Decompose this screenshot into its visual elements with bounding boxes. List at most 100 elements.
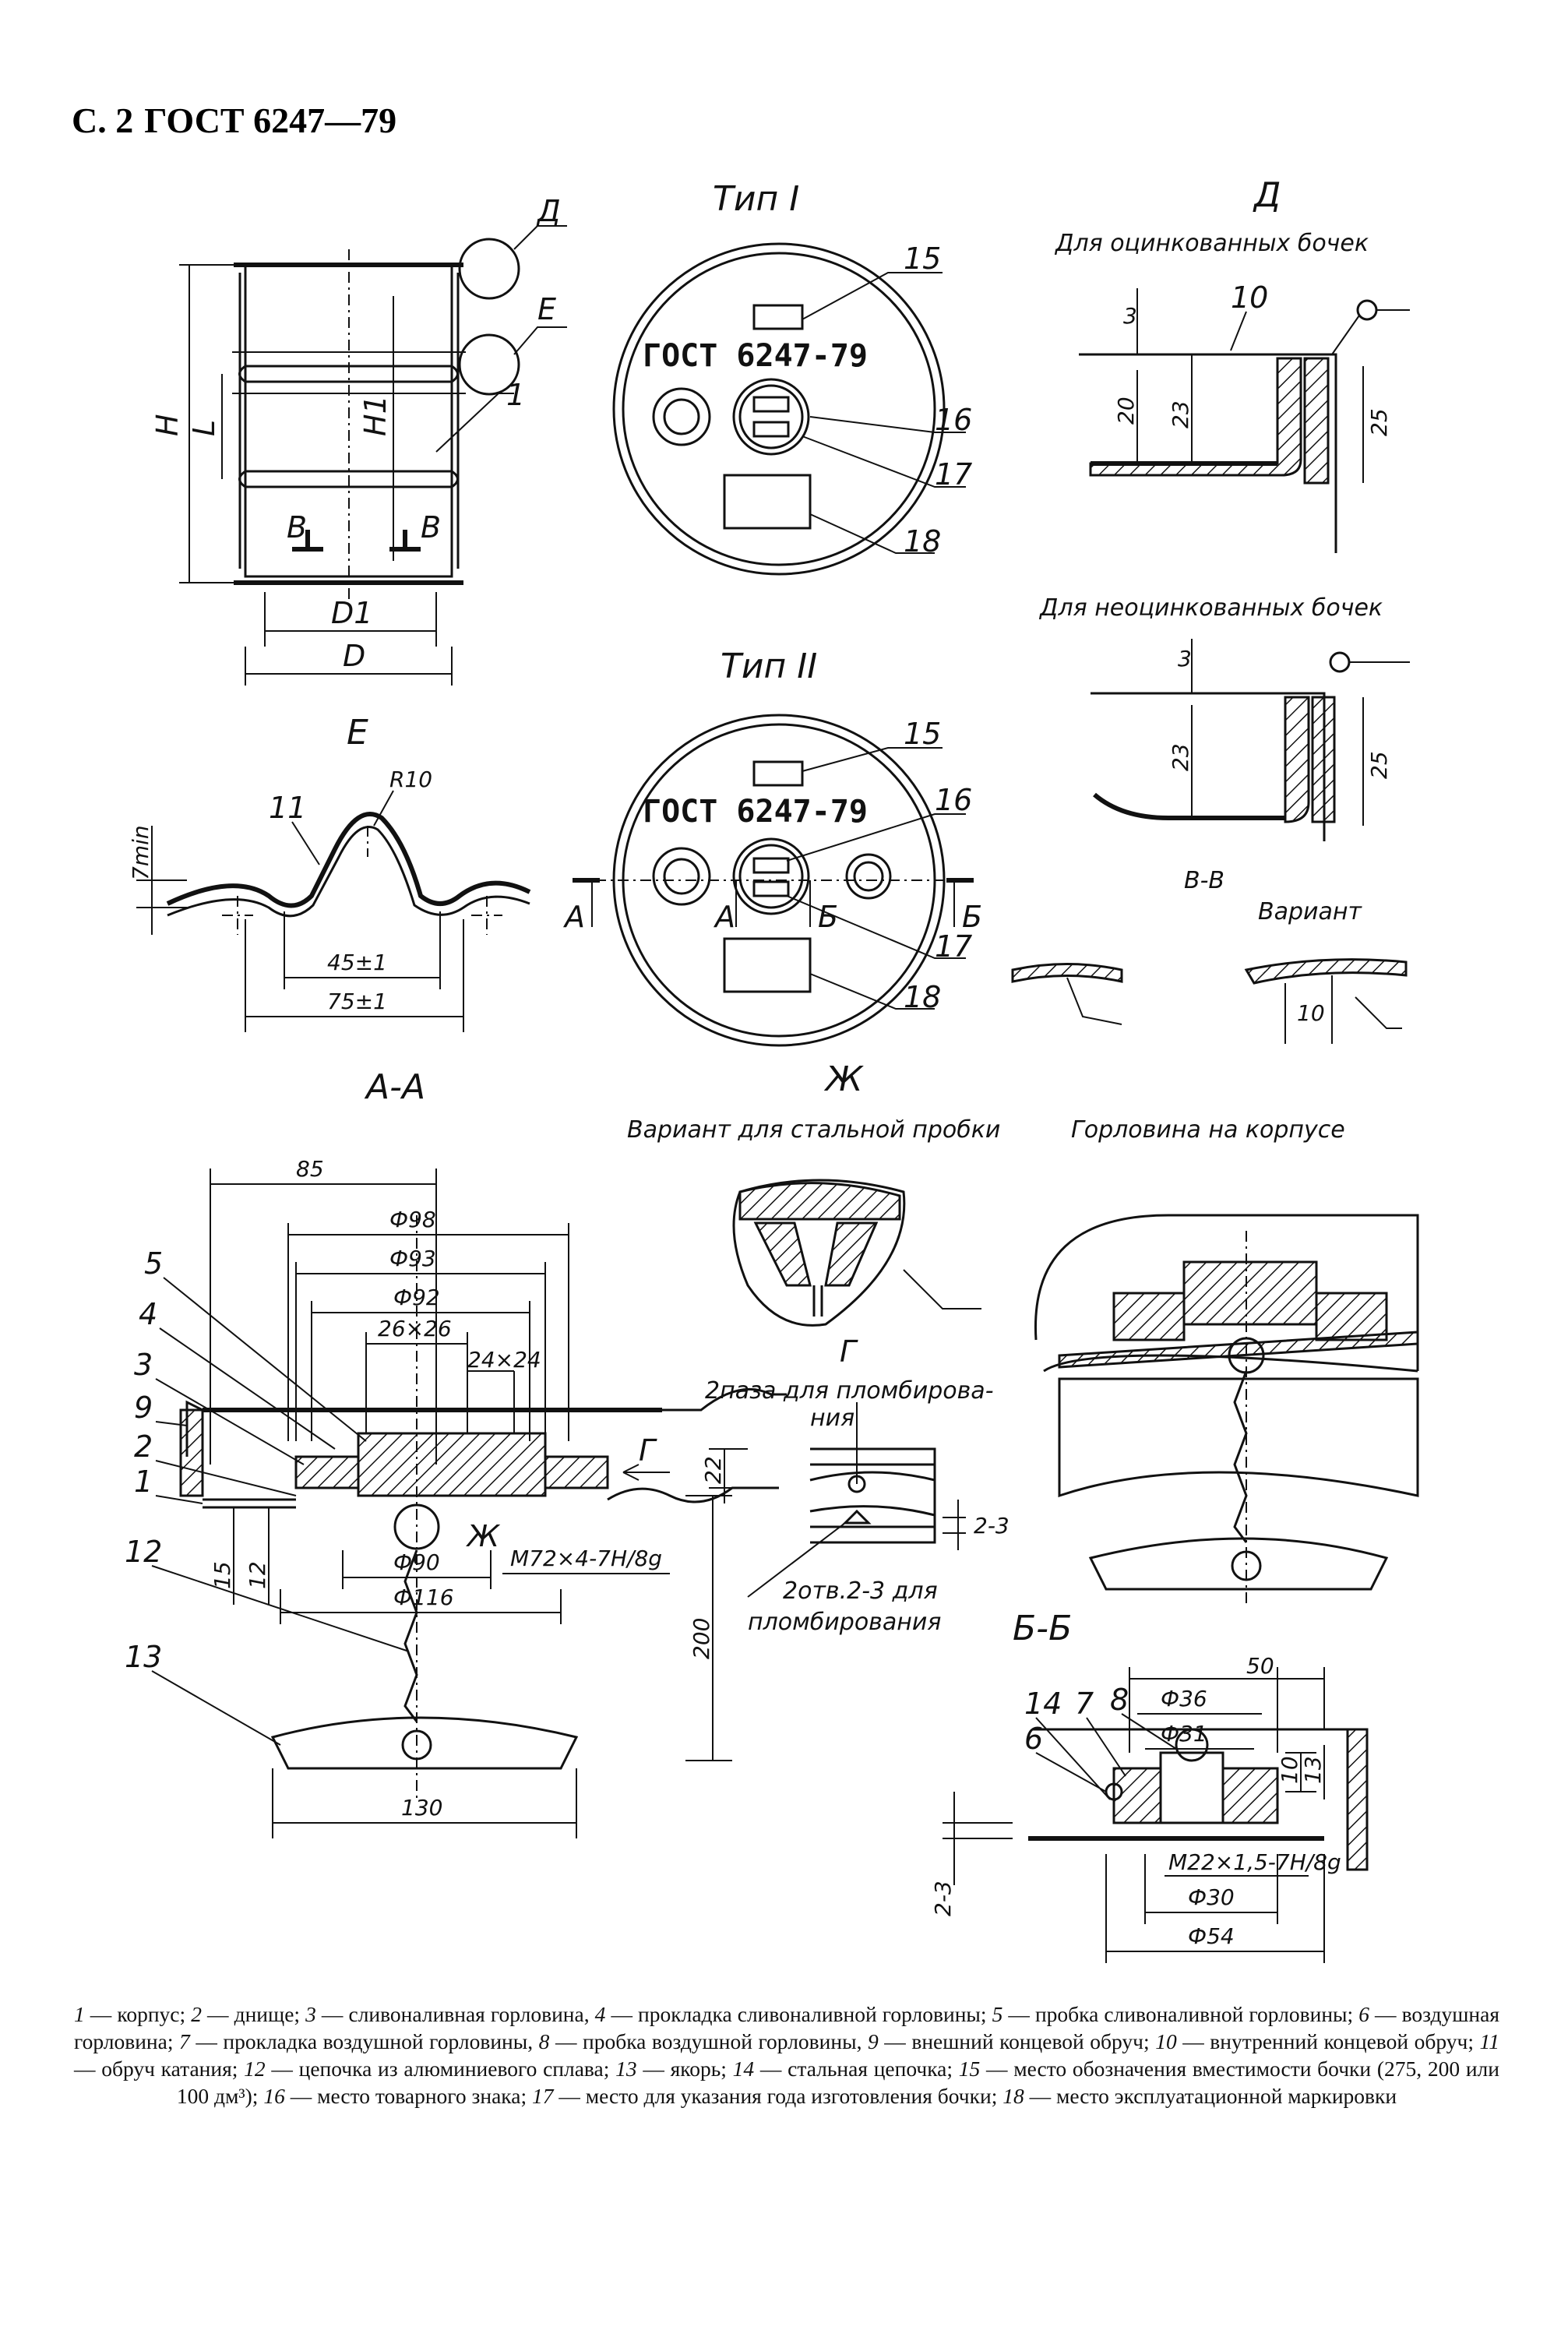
legend-number: 6 — [1358, 2002, 1369, 2026]
section-a-left: А — [562, 900, 585, 934]
dim-130: 130 — [401, 1795, 442, 1821]
callout-14: 14 — [1024, 1687, 1062, 1721]
dim-200: 200 — [689, 1618, 714, 1659]
type2-title: Тип II — [721, 647, 817, 686]
dim-24x24: 24×24 — [467, 1347, 541, 1373]
legend-number: 2 — [191, 2002, 202, 2026]
legend-text: — прокладка воздушной горловины, — [189, 2029, 539, 2053]
legend-number: 16 — [263, 2084, 285, 2108]
dim-25-galv: 25 — [1366, 408, 1392, 436]
detail-zh-title: Ж — [823, 1059, 864, 1099]
detail-g-note2: ния — [810, 1405, 854, 1432]
dim-d1: D1 — [331, 596, 372, 630]
section-aa-title: А-А — [364, 1067, 425, 1107]
section-aa: А-А 85 Ф98 Ф93 Ф92 26×26 24×24 5 4 3 9 2… — [125, 1067, 787, 1838]
legend-number: 18 — [1002, 2084, 1024, 2108]
dim-12: 12 — [245, 1561, 270, 1589]
callout-1-aa: 1 — [134, 1465, 153, 1499]
stamp-gost-type2: ГОСТ 6247-79 — [643, 794, 868, 830]
legend-text: — цепочка из алюминиевого сплава; — [265, 2057, 616, 2081]
dim-l: L — [187, 420, 221, 436]
type1-title: Тип I — [713, 179, 799, 219]
dim-3-nongalv: 3 — [1178, 646, 1192, 671]
callout-d: Д — [536, 194, 561, 228]
dim-h: H — [150, 414, 185, 436]
legend-text: — пробка сливоналивной горловины; — [1002, 2002, 1359, 2026]
callout-12: 12 — [125, 1535, 162, 1569]
legend-text: — внутренний концевой обруч; — [1176, 2029, 1480, 2053]
legend-number: 8 — [538, 2029, 550, 2053]
dim-d: D — [343, 639, 365, 673]
detail-zh: Ж Вариант для стальной пробки — [627, 1059, 1000, 1327]
callout-2: 2 — [134, 1429, 153, 1464]
section-bb: Б-Б 50 Ф36 Ф31 14 7 8 6 10 13 2-3 M22×1,… — [930, 1609, 1369, 1963]
dim-phi98: Ф98 — [389, 1207, 436, 1232]
callout-10: 10 — [1231, 280, 1268, 315]
section-mark-v-right: В — [421, 510, 441, 545]
legend-text: — место обозначения вместимости бочки (2… — [176, 2057, 1499, 2108]
legend-number: 15 — [958, 2057, 981, 2081]
dim-23-galv: 23 — [1168, 400, 1193, 428]
dim-3-galv: 3 — [1123, 303, 1137, 329]
dim-22: 22 — [700, 1456, 726, 1484]
detail-g-note3: 2отв.2-3 для — [783, 1577, 938, 1605]
dim-r10: R10 — [389, 767, 432, 792]
dim-phi54: Ф54 — [1188, 1923, 1235, 1949]
callout-17: 17 — [935, 457, 972, 492]
detail-g: Г 2паза для пломбирова- ния 2-3 2отв.2-3… — [705, 1334, 1010, 1636]
legend-text: — якорь; — [636, 2057, 733, 2081]
dim-15: 15 — [210, 1561, 235, 1589]
dim-m72: M72×4-7H/8g — [510, 1546, 662, 1571]
dim-13-bb: 13 — [1300, 1756, 1326, 1784]
legend-number: 11 — [1479, 2029, 1499, 2053]
callout-17-t2: 17 — [935, 929, 972, 964]
legend-text: — место товарного знака; — [284, 2084, 532, 2108]
detail-d: Д Для оцинкованных бочек 3 10 20 23 25 Д… — [1011, 175, 1410, 1044]
dim-phi31: Ф31 — [1161, 1721, 1207, 1747]
dim-75: 75±1 — [327, 989, 387, 1014]
legend-number: 7 — [179, 2029, 190, 2053]
legend-text: — место эксплуатационной маркировки — [1024, 2084, 1397, 2108]
callout-16: 16 — [935, 403, 972, 437]
dim-phi116: Ф116 — [393, 1584, 454, 1610]
legend-text: — прокладка сливоналивной горловины; — [605, 2002, 992, 2026]
callout-7: 7 — [1075, 1687, 1094, 1721]
dim-50: 50 — [1246, 1653, 1274, 1679]
detail-ref-zh: Ж — [466, 1519, 501, 1553]
neck-on-body: Горловина на корпусе — [1034, 1116, 1419, 1605]
legend-text: — днище; — [201, 2002, 306, 2026]
neck-on-body-title: Горловина на корпусе — [1071, 1116, 1345, 1144]
callout-16-t2: 16 — [935, 783, 972, 817]
type1-view: Тип I ГОСТ 6247-79 15 16 17 18 — [612, 179, 972, 576]
dim-phi93: Ф93 — [389, 1246, 436, 1271]
callout-6: 6 — [1024, 1722, 1043, 1756]
callout-13: 13 — [125, 1640, 162, 1674]
legend-text: — пробка воздушной горловины, — [549, 2029, 868, 2053]
dim-10-bb: 10 — [1277, 1756, 1302, 1784]
callout-18-t2: 18 — [904, 980, 941, 1014]
legend-number: 10 — [1155, 2029, 1177, 2053]
section-bb-title: Б-Б — [1013, 1609, 1072, 1648]
stamp-gost-type1: ГОСТ 6247-79 — [643, 338, 868, 374]
legend-text: — место для указания года изготовления б… — [553, 2084, 1003, 2108]
callout-15: 15 — [904, 241, 941, 276]
dim-45: 45±1 — [327, 950, 387, 975]
dim-phi30: Ф30 — [1188, 1884, 1235, 1910]
dim-26x26: 26×26 — [378, 1316, 452, 1341]
callout-1: 1 — [506, 378, 525, 412]
legend-number: 5 — [992, 2002, 1003, 2026]
dim-phi36: Ф36 — [1161, 1686, 1207, 1711]
legend-text: — корпус; — [84, 2002, 192, 2026]
variant-label: Вариант — [1258, 898, 1363, 925]
section-mark-v-left: В — [287, 510, 307, 545]
section-a-right: А — [713, 900, 735, 934]
legend-number: 9 — [868, 2029, 879, 2053]
callout-5: 5 — [144, 1246, 163, 1281]
legend-number: 1 — [74, 2002, 85, 2026]
dim-phi90: Ф90 — [393, 1549, 440, 1575]
detail-e: Е R10 11 7min 45±1 75±1 — [128, 713, 531, 1032]
detail-d-galv: Для оцинкованных бочек — [1054, 230, 1369, 257]
dim-m22: M22×1,5-7H/8g — [1168, 1849, 1341, 1875]
